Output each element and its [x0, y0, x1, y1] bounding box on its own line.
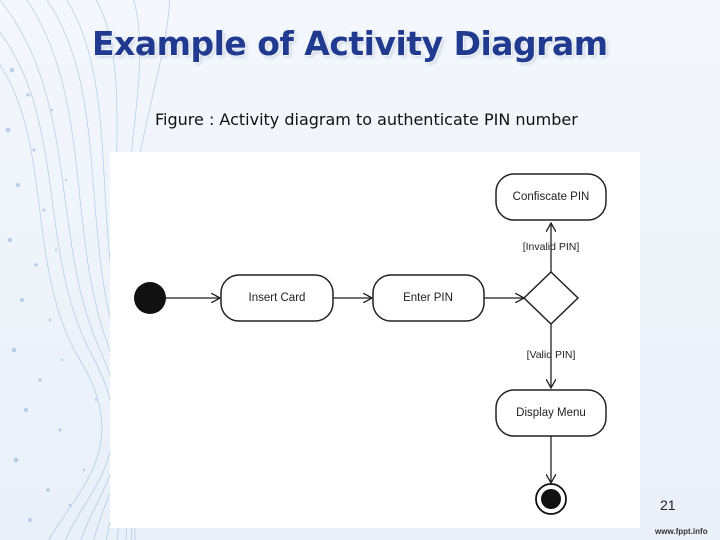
action-confiscate-pin-label: Confiscate PIN: [513, 191, 590, 203]
figure-caption: Figure : Activity diagram to authenticat…: [155, 110, 578, 129]
decision-node: [522, 270, 580, 326]
action-confiscate-pin: [495, 173, 607, 221]
footer-url: www.fppt.info: [655, 527, 708, 536]
initial-node: [134, 282, 166, 314]
guard-invalid-pin: [Invalid PIN]: [523, 241, 580, 253]
action-display-menu-label: Display Menu: [516, 407, 586, 419]
action-enter-pin-label: Enter PIN: [403, 292, 453, 304]
guard-valid-pin: [Valid PIN]: [527, 349, 576, 361]
activity-diagram: Insert Card Enter PIN [Invalid PIN] Conf…: [110, 152, 640, 528]
final-node-core: [541, 489, 561, 509]
activity-diagram-canvas: Insert Card Enter PIN [Invalid PIN] Conf…: [134, 173, 607, 515]
action-insert-card-label: Insert Card: [249, 292, 306, 304]
page-number: 21: [660, 497, 676, 513]
slide-title: Example of Activity Diagram: [92, 24, 608, 63]
